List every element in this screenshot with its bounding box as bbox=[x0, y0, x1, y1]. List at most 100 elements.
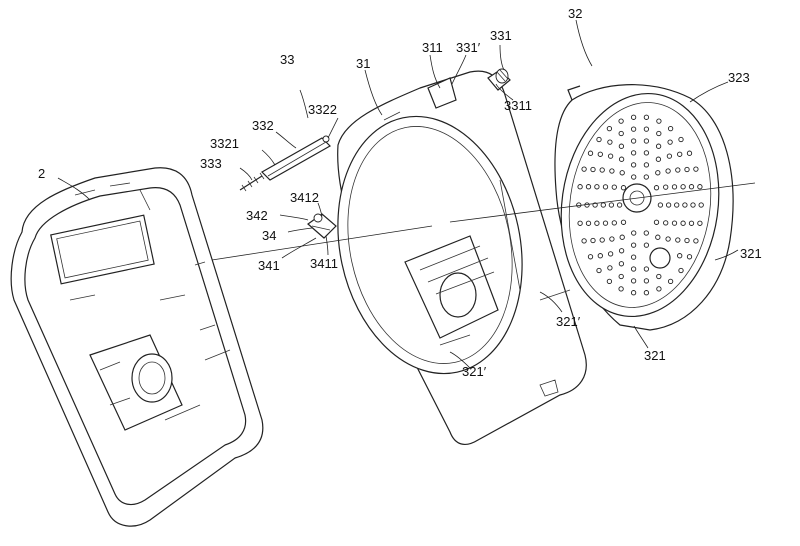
perforation-hole bbox=[600, 202, 606, 208]
housing-part-2 bbox=[10, 167, 264, 527]
perforation-hole bbox=[619, 234, 625, 240]
perforation-hole bbox=[630, 266, 637, 272]
perforation-hole bbox=[678, 267, 684, 274]
label-341: 341 bbox=[258, 258, 280, 273]
perforation-hole bbox=[688, 184, 695, 190]
perforation-hole bbox=[643, 138, 650, 144]
perforation-hole bbox=[608, 202, 615, 208]
perforation-hole bbox=[587, 254, 594, 260]
perforation-hole bbox=[630, 278, 637, 284]
perforation-hole bbox=[655, 156, 662, 162]
perforation-hole bbox=[698, 202, 704, 208]
perforation-hole bbox=[607, 251, 614, 257]
perforation-hole bbox=[618, 118, 624, 124]
perforation-hole bbox=[607, 265, 613, 271]
perforation-hole bbox=[590, 166, 596, 173]
perforation-hole bbox=[643, 150, 650, 156]
perforation-hole bbox=[606, 125, 613, 132]
perforation-hole bbox=[677, 151, 683, 157]
leader-lines bbox=[57, 19, 739, 369]
perforation-hole bbox=[643, 126, 650, 132]
perforation-hole bbox=[643, 114, 650, 120]
perforation-hole bbox=[643, 290, 650, 296]
label-33: 33 bbox=[280, 52, 294, 67]
perforation-hole bbox=[618, 286, 624, 292]
perforation-hole bbox=[630, 290, 637, 296]
perforation-hole bbox=[674, 202, 680, 208]
perforation-hole bbox=[618, 248, 625, 254]
label-34: 34 bbox=[262, 228, 276, 243]
perforation-hole bbox=[602, 220, 609, 226]
perforation-hole bbox=[619, 170, 625, 176]
perforation-hole bbox=[675, 237, 681, 243]
perforation-hole bbox=[684, 166, 690, 173]
center-lines bbox=[211, 182, 756, 261]
perforation-hole bbox=[577, 220, 583, 226]
perforation-hole bbox=[609, 168, 615, 174]
label-321-prime-right: 321′ bbox=[556, 314, 581, 329]
perforation-hole bbox=[611, 184, 617, 190]
perforation-hole bbox=[667, 125, 674, 132]
label-31: 31 bbox=[356, 56, 370, 71]
perforation-hole bbox=[643, 174, 649, 180]
perforation-hole bbox=[618, 261, 625, 267]
perforation-hole bbox=[631, 230, 637, 236]
label-3311: 3311 bbox=[504, 98, 532, 113]
label-321-prime-bottom: 321′ bbox=[462, 364, 487, 379]
perforation-hole bbox=[596, 267, 602, 274]
perforation-hole bbox=[630, 150, 637, 156]
perforation-hole bbox=[594, 220, 600, 226]
perforation-hole bbox=[597, 151, 603, 157]
perforation-hole bbox=[606, 278, 613, 285]
perforation-hole bbox=[577, 184, 583, 190]
perforation-hole bbox=[581, 166, 587, 172]
perforation-hole bbox=[665, 236, 671, 242]
perforation-hole bbox=[631, 174, 637, 180]
label-3411: 3411 bbox=[310, 256, 338, 271]
perforation-hole bbox=[693, 238, 699, 244]
perforation-hole bbox=[618, 130, 624, 137]
perforation-hole bbox=[667, 139, 673, 145]
perforation-hole bbox=[643, 230, 649, 236]
perforation-hole bbox=[666, 153, 673, 159]
label-3321: 3321 bbox=[210, 136, 239, 151]
perforation-hole bbox=[693, 166, 699, 172]
perforation-hole bbox=[630, 254, 637, 260]
perforation-hole bbox=[684, 237, 690, 244]
perforation-hole bbox=[607, 153, 614, 159]
label-332: 332 bbox=[252, 118, 274, 133]
perforation-hole bbox=[620, 185, 627, 191]
frame-part-31 bbox=[337, 70, 587, 446]
perforation-hole bbox=[653, 185, 660, 191]
perforation-hole bbox=[630, 242, 637, 248]
label-323: 323 bbox=[728, 70, 750, 85]
perforation-hole bbox=[607, 139, 613, 145]
perforation-hole bbox=[655, 143, 662, 149]
perforation-hole bbox=[587, 150, 594, 156]
perforation-hole bbox=[602, 184, 609, 190]
perforation-hole bbox=[643, 278, 650, 284]
perforation-hole bbox=[585, 184, 592, 190]
perforation-hole bbox=[665, 168, 671, 174]
label-32: 32 bbox=[568, 6, 582, 21]
perforation-hole bbox=[678, 136, 684, 143]
label-342: 342 bbox=[246, 208, 268, 223]
perforation-hole bbox=[671, 184, 678, 190]
perforation-hole bbox=[585, 220, 592, 226]
perforation-hole bbox=[618, 156, 625, 162]
perforation-hole bbox=[656, 130, 662, 137]
perforation-hole bbox=[697, 184, 703, 190]
perforation-hole bbox=[596, 136, 602, 143]
perforation-hole bbox=[630, 162, 637, 168]
cover-plate-part-32 bbox=[554, 84, 734, 331]
perforation-hole bbox=[655, 234, 661, 240]
perforation-hole bbox=[655, 170, 661, 176]
perforation-hole bbox=[686, 254, 693, 260]
perforation-holes bbox=[576, 114, 704, 296]
perforation-hole bbox=[677, 253, 683, 259]
perforation-hole bbox=[618, 143, 625, 149]
label-331: 331 bbox=[490, 28, 512, 43]
label-321-right: 321 bbox=[740, 246, 762, 261]
perforation-hole bbox=[611, 220, 617, 226]
